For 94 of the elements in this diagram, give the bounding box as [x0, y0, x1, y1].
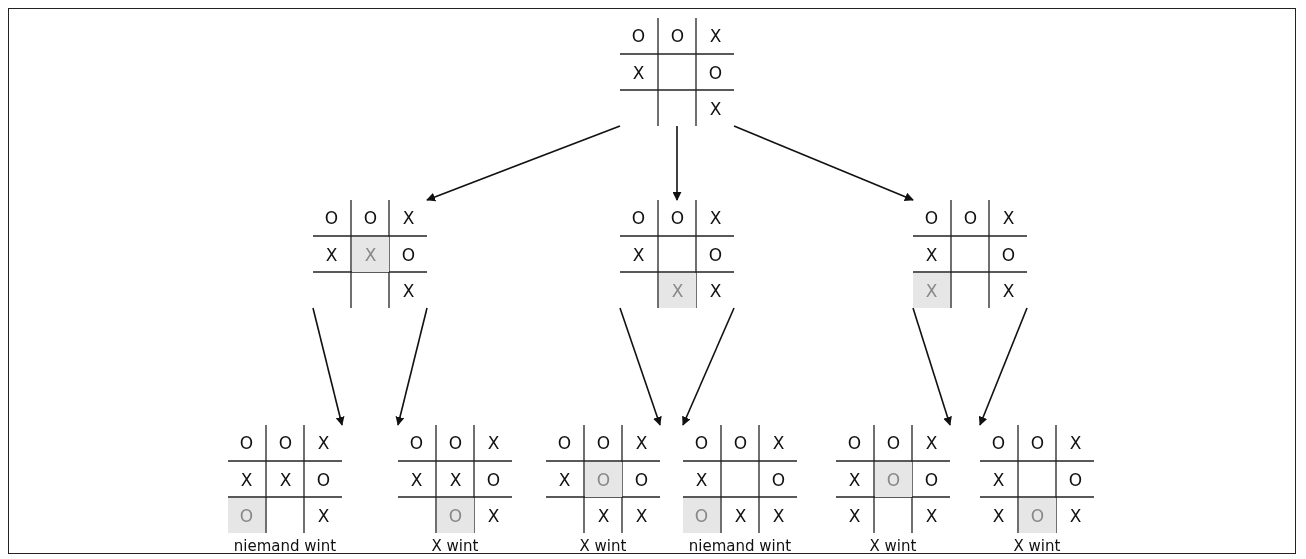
tic-tac-toe-mark: O — [952, 200, 989, 235]
tic-tac-toe-mark: O — [722, 425, 759, 460]
tic-tac-toe-mark: X — [913, 237, 950, 272]
tic-tac-toe-mark: X — [697, 91, 734, 126]
tic-tac-toe-board — [620, 18, 734, 126]
tic-tac-toe-mark: X — [390, 273, 427, 308]
arrow — [912, 307, 952, 426]
tic-tac-toe-mark: O — [623, 462, 660, 497]
arrow — [978, 307, 1028, 426]
tic-tac-toe-mark: O — [697, 237, 734, 272]
tic-tac-toe-mark: X — [659, 273, 696, 308]
result-caption: niemand wint — [688, 537, 792, 555]
tic-tac-toe-mark: O — [620, 200, 657, 235]
tic-tac-toe-mark: O — [697, 55, 734, 90]
arrow — [619, 307, 662, 426]
tic-tac-toe-mark: O — [836, 425, 873, 460]
tic-tac-toe-mark: O — [305, 462, 342, 497]
result-caption: X wint — [1013, 537, 1061, 555]
tic-tac-toe-mark: O — [437, 425, 474, 460]
tic-tac-toe-mark: O — [352, 200, 389, 235]
tic-tac-toe-mark: X — [980, 462, 1017, 497]
tic-tac-toe-mark: O — [267, 425, 304, 460]
tic-tac-toe-mark: X — [697, 200, 734, 235]
tic-tac-toe-mark: O — [659, 18, 696, 53]
tic-tac-toe-mark: X — [722, 498, 759, 533]
tic-tac-toe-mark: X — [913, 273, 950, 308]
tic-tac-toe-mark: O — [398, 425, 435, 460]
tic-tac-toe-mark: O — [620, 18, 657, 53]
tic-tac-toe-mark: O — [913, 462, 950, 497]
tic-tac-toe-mark: O — [1019, 425, 1056, 460]
tic-tac-toe-mark: X — [475, 425, 512, 460]
result-caption: X wint — [431, 537, 479, 555]
tic-tac-toe-mark: O — [585, 425, 622, 460]
tic-tac-toe-mark: X — [352, 237, 389, 272]
tic-tac-toe-mark: X — [697, 18, 734, 53]
tic-tac-toe-mark: O — [990, 237, 1027, 272]
tic-tac-toe-mark: X — [390, 200, 427, 235]
tic-tac-toe-mark: X — [836, 498, 873, 533]
tic-tac-toe-mark: X — [1057, 498, 1094, 533]
tic-tac-toe-mark: O — [475, 462, 512, 497]
tic-tac-toe-mark: O — [760, 462, 797, 497]
arrow — [312, 307, 345, 426]
tic-tac-toe-mark: X — [620, 55, 657, 90]
tic-tac-toe-mark: X — [437, 462, 474, 497]
tic-tac-toe-mark: O — [585, 462, 622, 497]
tic-tac-toe-mark: X — [305, 425, 342, 460]
tic-tac-toe-mark: O — [546, 425, 583, 460]
tic-tac-toe-mark: X — [623, 425, 660, 460]
tic-tac-toe-mark: X — [620, 237, 657, 272]
tic-tac-toe-mark: X — [683, 462, 720, 497]
tic-tac-toe-mark: O — [980, 425, 1017, 460]
arrow — [395, 307, 428, 426]
arrow — [682, 307, 735, 426]
tic-tac-toe-mark: X — [585, 498, 622, 533]
tic-tac-toe-mark: O — [683, 425, 720, 460]
tic-tac-toe-mark: O — [228, 498, 265, 533]
tic-tac-toe-mark: X — [990, 273, 1027, 308]
tic-tac-toe-mark: O — [875, 462, 912, 497]
tic-tac-toe-mark: X — [980, 498, 1017, 533]
tic-tac-toe-mark: O — [1019, 498, 1056, 533]
arrow — [672, 125, 682, 201]
tic-tac-toe-mark: O — [390, 237, 427, 272]
tic-tac-toe-mark: X — [305, 498, 342, 533]
arrow — [733, 125, 914, 202]
result-caption: X wint — [869, 537, 917, 555]
tic-tac-toe-mark: X — [913, 425, 950, 460]
tic-tac-toe-mark: O — [875, 425, 912, 460]
tic-tac-toe-mark: X — [913, 498, 950, 533]
tic-tac-toe-mark: X — [1057, 425, 1094, 460]
tic-tac-toe-mark: O — [228, 425, 265, 460]
tic-tac-toe-mark: O — [659, 200, 696, 235]
tic-tac-toe-mark: X — [475, 498, 512, 533]
tic-tac-toe-mark: X — [623, 498, 660, 533]
tic-tac-toe-mark: O — [1057, 462, 1094, 497]
tic-tac-toe-mark: X — [760, 425, 797, 460]
tic-tac-toe-board — [620, 200, 734, 308]
tic-tac-toe-board — [913, 200, 1027, 308]
arrow — [426, 125, 621, 202]
tic-tac-toe-board — [313, 200, 427, 308]
tic-tac-toe-mark: X — [398, 462, 435, 497]
tic-tac-toe-mark: X — [228, 462, 265, 497]
tic-tac-toe-mark: O — [313, 200, 350, 235]
tic-tac-toe-mark: X — [990, 200, 1027, 235]
tic-tac-toe-mark: X — [546, 462, 583, 497]
tic-tac-toe-mark: O — [437, 498, 474, 533]
result-caption: X wint — [579, 537, 627, 555]
tic-tac-toe-mark: O — [683, 498, 720, 533]
tic-tac-toe-mark: X — [760, 498, 797, 533]
tic-tac-toe-mark: X — [836, 462, 873, 497]
tic-tac-toe-mark: X — [313, 237, 350, 272]
tic-tac-toe-mark: X — [267, 462, 304, 497]
result-caption: niemand wint — [233, 537, 337, 555]
tic-tac-toe-mark: X — [697, 273, 734, 308]
tic-tac-toe-mark: O — [913, 200, 950, 235]
